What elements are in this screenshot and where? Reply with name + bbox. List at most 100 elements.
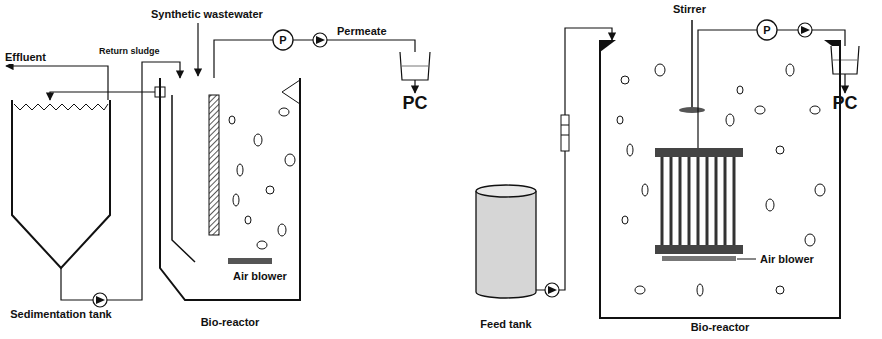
- bubbles: [622, 216, 628, 224]
- bubbles: [237, 164, 243, 176]
- membrane-module: [655, 148, 743, 254]
- effluent-pipe: [6, 66, 108, 100]
- bio-reactor-outline: [600, 40, 840, 318]
- bubbles: [229, 116, 235, 124]
- air-diffuser: [228, 258, 272, 264]
- bubbles: [737, 86, 743, 94]
- membrane-module: [209, 95, 219, 235]
- feed-tank-outline: [476, 185, 536, 298]
- outlet-label: Effluent: [4, 51, 47, 64]
- return-pump: [93, 293, 107, 307]
- beaker: [400, 52, 430, 80]
- pressure-pump: [801, 26, 810, 34]
- membrane-module: [655, 148, 743, 157]
- bubbles: [233, 194, 239, 206]
- bio-reactor-outline: [160, 78, 300, 300]
- return-pump: [96, 296, 105, 304]
- flowmeter: [561, 115, 569, 151]
- inlet-label: Synthetic wastewater: [150, 8, 264, 21]
- weir: [14, 104, 108, 110]
- bubbles: [266, 186, 274, 194]
- bubbles: [810, 106, 820, 114]
- baffle: [172, 95, 195, 262]
- membrane-module: [670, 157, 673, 245]
- membrane-module: [661, 157, 664, 245]
- bio-reactor-outline: [160, 78, 300, 300]
- flow-label: Permeate: [336, 25, 388, 38]
- bubbles: [776, 286, 784, 294]
- beaker: [402, 66, 428, 67]
- pipe-connector: [50, 92, 160, 100]
- bio-reactor: Bio-reactor: [600, 40, 840, 318]
- membrane-module: [706, 157, 709, 245]
- permeate-tube: [697, 40, 698, 148]
- membrane-module: [733, 157, 736, 245]
- membrane-module: [697, 157, 700, 245]
- node-label: PC: [402, 93, 427, 113]
- pressure-gauge-outline: [757, 20, 777, 40]
- beaker: [831, 46, 859, 74]
- bubbles: [254, 134, 262, 146]
- air-diffuser: [662, 256, 756, 261]
- bubbles: [278, 224, 286, 236]
- pressure-gauge-outline: [273, 30, 293, 50]
- pressure-gauge: P: [757, 20, 777, 40]
- sedimentation-tank-outline: [12, 100, 110, 268]
- bubbles: [655, 64, 665, 76]
- sedimentation-tank-outline: [12, 100, 110, 268]
- bubbles: [627, 144, 633, 156]
- feed-pump: [545, 283, 559, 297]
- bubbles: [776, 146, 784, 154]
- node-label: P: [279, 34, 286, 47]
- membrane-module: [655, 245, 743, 254]
- bubbles: [766, 199, 774, 211]
- bubbles: [617, 116, 623, 124]
- part-label: Stirrer: [672, 3, 707, 16]
- membrane-module: [688, 157, 691, 245]
- beaker: [400, 52, 430, 80]
- bubbles: [621, 76, 629, 84]
- bubbles: [245, 216, 251, 224]
- bubbles: [805, 234, 815, 246]
- feed-pump: [548, 286, 557, 294]
- part-label: Air blower: [759, 253, 815, 266]
- feed-arrow: [198, 23, 199, 76]
- air-diffuser: [662, 256, 736, 261]
- pressure-gauge: P: [273, 30, 293, 50]
- permeate-tube: [698, 40, 699, 148]
- feed-arrow: [197, 23, 198, 76]
- bio-reactor-outline: [600, 40, 840, 318]
- bubbles: [257, 241, 267, 249]
- tank-wedge: [600, 40, 840, 52]
- tank-wedge: [600, 40, 616, 52]
- node-label: Bio-reactor: [201, 316, 260, 329]
- overflow-wedge: [282, 80, 300, 104]
- stirrer: [679, 107, 705, 113]
- sedimentation-tank: Sedimentation tank: [12, 100, 110, 268]
- air-diffuser: [737, 259, 756, 260]
- bubbles: [755, 106, 765, 114]
- bubbles: [726, 114, 734, 126]
- node-label: P: [763, 24, 770, 37]
- pressure-pump: [798, 23, 812, 37]
- bubbles: [815, 184, 825, 196]
- effluent-pipe: [6, 66, 108, 100]
- pressure-pump: [316, 36, 325, 44]
- pipe-connector: [293, 40, 415, 93]
- bio-reactor: Bio-reactor: [160, 78, 300, 300]
- feed-tank-outline: [476, 191, 536, 298]
- flowmeter: [561, 135, 569, 136]
- bubbles: [279, 108, 289, 116]
- bubbles: [635, 286, 645, 294]
- weir: [14, 104, 108, 110]
- node-label: Sedimentation tank: [10, 308, 111, 321]
- pipe-connector: [61, 62, 180, 300]
- computer: PC: [832, 93, 857, 113]
- membrane-module: [209, 95, 219, 235]
- part-label: Air blower: [232, 270, 288, 283]
- pipe-connector: [698, 30, 757, 40]
- membrane-module: [679, 157, 682, 245]
- bubbles: [786, 64, 794, 76]
- membrane-module: [724, 157, 727, 245]
